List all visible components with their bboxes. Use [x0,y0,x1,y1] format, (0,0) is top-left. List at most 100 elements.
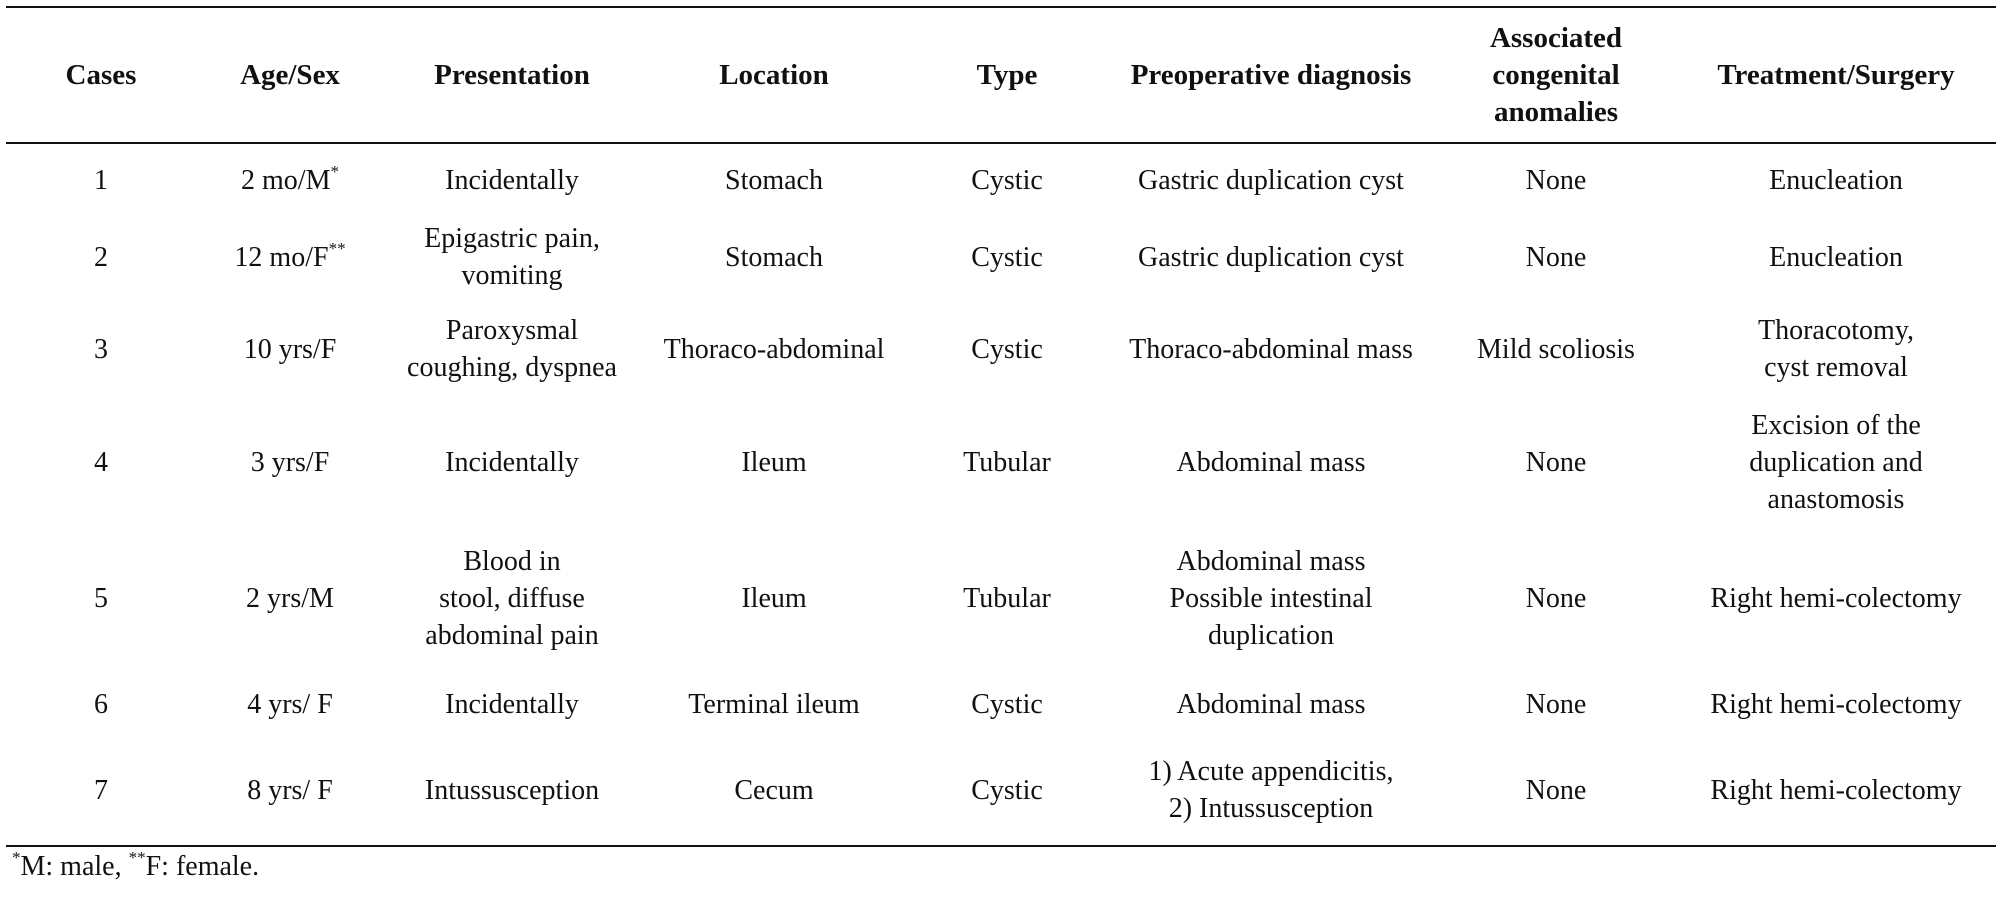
cell-treatment-surgery: Enucleation [1676,217,1996,297]
header-row: Cases Age/Sex Presentation Location Type Preo… [6,7,1996,143]
cell-type: Tubular [908,401,1106,523]
cell-type: Cystic [908,297,1106,401]
cell-line: Right hemi-colectomy [1710,688,1962,720]
cell-cases: 5 [94,582,108,614]
cell-line: Paroxysmal [445,315,579,346]
cell-type: Tubular [908,523,1106,673]
cell-line: Type [976,58,1038,91]
age-sex-text: 12 mo/F [234,241,329,273]
cell-line: None [1525,446,1587,478]
cell-associated-anomalies: None [1436,401,1676,523]
cell-line: Cystic [971,688,1043,720]
cell-type: Cystic [908,735,1106,846]
cell-line: Age/Sex [240,58,340,91]
cell-cases: 7 [94,774,108,806]
age-sex-text: 8 yrs/ F [247,774,333,806]
cell-type: Cystic [908,673,1106,735]
cell-presentation: Incidentally [384,673,640,735]
footnote-marker: ** [128,848,146,867]
cell-line: Intussusception [424,774,600,806]
cell-type: Cystic [908,143,1106,217]
cell-treatment-surgery: Right hemi-colectomy [1676,673,1996,735]
cell-line: Thoraco-abdominal [663,333,885,365]
cell-line: 1) Acute appendicitis, [1148,756,1394,787]
column-header-cases: Cases [6,7,196,143]
footnote-marker: * [330,162,339,181]
cell-line: Epigastric pain, [424,223,600,254]
cell-age-sex: 3 yrs/F [196,401,384,523]
column-header-preoperative-diagnosis: Preoperative diagnosis [1106,7,1436,143]
cell-age-sex: 4 yrs/ F [196,673,384,735]
cell-cases: 1 [94,165,108,196]
cell-line: Ileum [741,582,807,614]
cell-location: Thoraco-abdominal [640,297,908,401]
cell-line: Location [719,58,829,91]
cell-associated-anomalies: Mild scoliosis [1436,297,1676,401]
cell-type: Cystic [908,217,1106,297]
cell-associated-anomalies: None [1436,523,1676,673]
age-sex-text: 3 yrs/F [250,446,330,478]
cell-associated-anomalies: None [1436,735,1676,846]
cell-line: Cystic [971,241,1043,273]
cell-line: Cystic [971,333,1043,365]
cell-presentation: Incidentally [384,143,640,217]
cell-associated-anomalies: None [1436,217,1676,297]
cell-associated-anomalies: None [1436,673,1676,735]
cell-presentation: Incidentally [384,401,640,523]
cell-line: abdominal pain [425,619,599,651]
cell-line: Blood in [463,545,561,577]
cell-presentation: Epigastric pain, vomiting [384,217,640,297]
cell-preoperative-diagnosis: Gastric duplication cyst [1106,143,1436,217]
cell-location: Ileum [640,523,908,673]
age-sex-text: 10 yrs/F [243,333,337,365]
cell-line: stool, diffuse [439,582,585,614]
age-sex-text: 2 mo/M [241,165,331,196]
cell-line: None [1525,582,1587,614]
cell-line: Ileum [741,446,807,478]
table-row: 2 12 mo/F** Epigastric pain, vomiting Stomac… [6,217,1996,297]
cell-line: Cases [65,58,137,91]
cell-preoperative-diagnosis: 1) Acute appendicitis, 2) Intussusception [1106,735,1436,846]
footnote-text: F: female. [145,851,260,882]
cell-line: Abdominal mass [1176,688,1366,720]
cell-line: Stomach [725,165,823,196]
cell-line: Gastric duplication cyst [1138,241,1404,273]
cell-line: Stomach [725,241,823,273]
cell-treatment-surgery: Right hemi-colectomy [1676,523,1996,673]
cell-line: Cystic [971,165,1043,196]
cell-location: Terminal ileum [640,673,908,735]
footnote-marker: ** [328,238,346,258]
cell-line: Abdominal mass [1176,545,1366,577]
cell-line: anastomosis [1767,483,1905,515]
cell-line: Right hemi-colectomy [1710,582,1962,614]
cell-line: Right hemi-colectomy [1710,774,1962,806]
cell-preoperative-diagnosis: Abdominal mass [1106,673,1436,735]
case-table: Cases Age/Sex Presentation Location Type Preo… [6,6,1996,847]
cell-line: Enucleation [1769,165,1903,196]
cell-line: None [1525,688,1587,720]
table-row: 1 2 mo/M* Incidentally Stomach Cystic Gastric… [6,143,1996,217]
cell-line: Abdominal mass [1176,446,1366,478]
cell-line: None [1525,774,1587,806]
cell-location: Cecum [640,735,908,846]
cell-cases: 4 [94,446,108,478]
cell-line: Cecum [734,774,814,806]
cell-line: Incidentally [445,688,579,720]
cell-line: 2) Intussusception [1168,793,1374,824]
cell-line: Cystic [971,774,1043,806]
cell-line: Presentation [434,58,590,91]
cell-line: Incidentally [445,165,579,196]
cell-location: Stomach [640,217,908,297]
cell-line: Enucleation [1769,241,1903,273]
cell-line: vomiting [461,260,563,291]
cell-presentation: Intussusception [384,735,640,846]
cell-line: Incidentally [445,446,579,478]
cell-cases: 2 [94,241,108,273]
cell-location: Ileum [640,401,908,523]
cell-line: Preoperative diagnosis [1130,58,1412,91]
